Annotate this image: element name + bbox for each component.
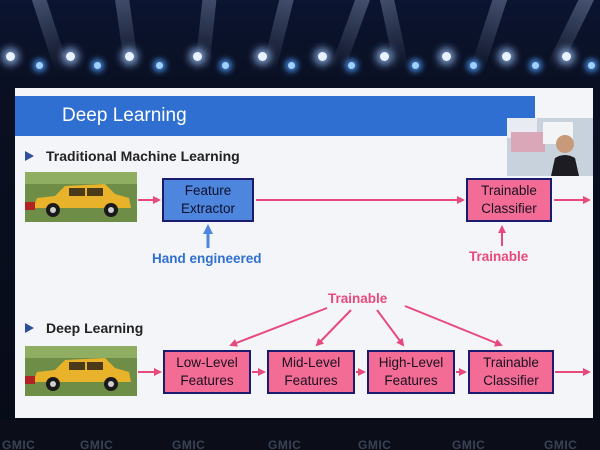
camera-feed — [507, 118, 593, 176]
stage-light — [380, 52, 389, 61]
stage-light — [193, 52, 202, 61]
slide-header-bar — [15, 96, 535, 136]
traditional-trainable-label: Trainable — [469, 249, 529, 264]
slide-title: Deep Learning — [62, 105, 187, 126]
stage-light — [66, 52, 75, 61]
stage-light — [288, 62, 295, 69]
stage-light — [348, 62, 355, 69]
arrow-diagonal-icon — [376, 309, 405, 347]
feature-extractor-line2: Extractor — [180, 201, 235, 216]
traditional-classifier-line1: Trainable — [481, 182, 537, 198]
stage-light — [470, 62, 477, 69]
stage-floor — [0, 420, 600, 450]
low-level-line2: Features — [180, 373, 234, 388]
gmic-logo: GMIC — [2, 438, 36, 450]
stage-light — [412, 62, 419, 69]
stage-light — [258, 52, 267, 61]
light-beam — [27, 0, 69, 73]
arrow-diagonal-icon — [404, 305, 503, 347]
traditional-classifier-line2: Classifier — [481, 201, 537, 216]
stage-light — [318, 52, 327, 61]
light-beam — [262, 0, 298, 72]
low-level-features-box: Low-Level Features — [163, 350, 251, 394]
presentation-slide: Deep Learning Traditional Machine Learni… — [15, 88, 593, 418]
stage-light — [442, 52, 451, 61]
bullet-triangle-icon — [25, 151, 34, 161]
stage-light — [125, 52, 134, 61]
light-beam — [470, 0, 512, 73]
gmic-logo: GMIC — [544, 438, 578, 450]
feature-extractor-box: Feature Extractor — [162, 178, 254, 222]
car-image-graphic — [25, 172, 137, 222]
stage-light — [94, 62, 101, 69]
gmic-logo: GMIC — [268, 438, 302, 450]
gmic-logo: GMIC — [452, 438, 486, 450]
mid-level-line1: Mid-Level — [281, 354, 341, 370]
deep-classifier-line2: Classifier — [483, 373, 539, 388]
feature-extractor-line1: Feature — [184, 182, 232, 198]
traditional-classifier-box: Trainable Classifier — [466, 178, 552, 222]
high-level-features-box: High-Level Features — [367, 350, 455, 394]
deep-learning-title: Deep Learning — [46, 320, 144, 336]
car-image — [25, 172, 137, 222]
gmic-logo: GMIC — [358, 438, 392, 450]
deep-trainable-label: Trainable — [328, 291, 388, 306]
arrow-layer — [138, 196, 591, 376]
camera-feed-graphic — [507, 118, 593, 176]
mid-level-line2: Features — [284, 373, 338, 388]
high-level-line2: Features — [384, 373, 438, 388]
light-beam — [112, 0, 139, 71]
bullet-triangle-icon — [25, 323, 34, 333]
high-level-line1: High-Level — [378, 354, 444, 370]
stage-light — [562, 52, 571, 61]
hand-engineered-label: Hand engineered — [152, 251, 262, 266]
car-image-graphic — [25, 346, 137, 396]
arrow-diagonal-icon — [229, 307, 328, 347]
arrow-diagonal-icon — [315, 309, 352, 347]
stage-light — [222, 62, 229, 69]
deep-classifier-box: Trainable Classifier — [468, 350, 554, 394]
stage-light — [36, 62, 43, 69]
low-level-line1: Low-Level — [176, 354, 238, 370]
stage-light — [532, 62, 539, 69]
stage-light — [6, 52, 15, 61]
stage-light — [588, 62, 595, 69]
gmic-logo: GMIC — [172, 438, 206, 450]
traditional-ml-title: Traditional Machine Learning — [46, 148, 240, 164]
stage-light — [156, 62, 163, 69]
deep-classifier-line1: Trainable — [483, 354, 539, 370]
mid-level-features-box: Mid-Level Features — [267, 350, 355, 394]
light-beam — [376, 0, 409, 72]
stage-light — [502, 52, 511, 61]
car-image — [25, 346, 137, 396]
gmic-logo: GMIC — [80, 438, 114, 450]
